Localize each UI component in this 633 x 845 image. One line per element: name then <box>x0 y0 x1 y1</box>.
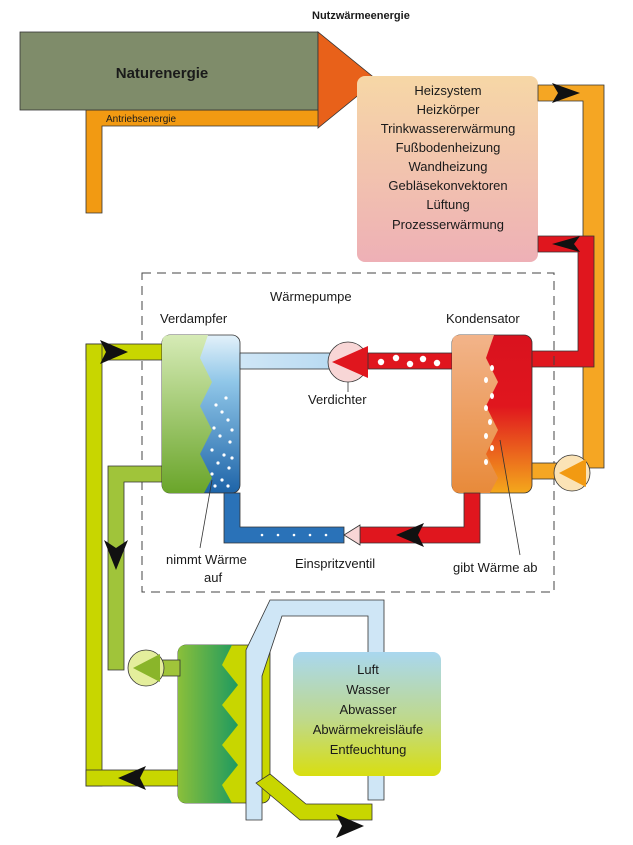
evaporator <box>161 334 241 494</box>
cold-line-pipe <box>223 492 345 544</box>
evaporator-bubbles <box>210 396 234 488</box>
gibt-waerme-label: gibt Wärme ab <box>453 560 538 575</box>
heat-use-item: Heizkörper <box>417 102 481 117</box>
heat-source-item: Wasser <box>346 682 390 697</box>
flow-arrow-icon <box>118 766 146 790</box>
waermepumpe-label: Wärmepumpe <box>270 289 352 304</box>
gibt-waerme-pointer <box>499 439 521 556</box>
heat-use-item: Fußbodenheizung <box>396 140 501 155</box>
hot-gas-bubbles <box>377 354 441 368</box>
verdichter-icon <box>327 341 369 383</box>
antriebsenergie-label: Antriebsenergie <box>106 114 176 125</box>
heat-source-item: Abwasser <box>339 702 397 717</box>
einspritzventil-icon <box>343 524 361 546</box>
nutzwaerme-title: Nutzwärmeenergie <box>312 10 410 22</box>
source-supply-pipe <box>255 773 373 821</box>
verdampfer-label: Verdampfer <box>160 311 228 326</box>
heat-use-item: Heizsystem <box>414 83 481 98</box>
heat-use-item: Wandheizung <box>408 159 487 174</box>
condenser <box>451 334 533 494</box>
hot-supply-pipe <box>527 235 595 368</box>
naturenergie-label: Naturenergie <box>116 65 209 82</box>
nimmt-waerme-label: nimmt Wärme <box>166 552 247 567</box>
heating-pump-icon <box>531 454 591 492</box>
heat-use-item: Trinkwassererwärmung <box>381 121 516 136</box>
flow-arrow-icon <box>396 523 424 547</box>
heat-use-item: Gebläsekonvektoren <box>388 178 507 193</box>
verdichter-label: Verdichter <box>308 392 367 407</box>
flow-arrow-icon <box>104 540 128 570</box>
heat-source-item: Entfeuchtung <box>330 742 407 757</box>
heat-source-item: Abwärmekreisläufe <box>313 722 424 737</box>
einspritzventil-label: Einspritzventil <box>295 556 375 571</box>
cold-line-dots <box>260 533 328 537</box>
nimmt-waerme-pointer <box>199 479 213 549</box>
nutzwaerme-arrow <box>317 31 378 129</box>
flow-arrow-icon <box>336 814 364 838</box>
nimmt-waerme-label-2: auf <box>204 570 222 585</box>
heat-uses-list: Heizsystem Heizkörper Trinkwassererwärmu… <box>381 83 516 232</box>
heat-source-item: Luft <box>357 662 379 677</box>
heat-uses-box <box>357 76 538 262</box>
flow-arrow-icon <box>100 340 128 364</box>
antriebsenergie-pipe <box>85 109 321 214</box>
heat-sources-list: Luft Wasser Abwasser Abwärmekreisläufe E… <box>313 662 424 757</box>
kondensator-label: Kondensator <box>446 311 520 326</box>
flow-arrow-icon <box>552 236 580 252</box>
liquid-line-pipe <box>359 492 481 544</box>
heat-use-item: Lüftung <box>426 197 469 212</box>
condensate-drops <box>484 365 494 465</box>
heat-sources-box <box>293 652 441 776</box>
flow-arrow-icon <box>552 83 580 103</box>
heat-use-item: Prozesserwärmung <box>392 217 504 232</box>
suction-pipe <box>239 352 333 370</box>
source-pump-icon <box>127 649 181 687</box>
naturenergie-box <box>19 31 319 111</box>
waermepumpe-frame <box>141 272 555 593</box>
